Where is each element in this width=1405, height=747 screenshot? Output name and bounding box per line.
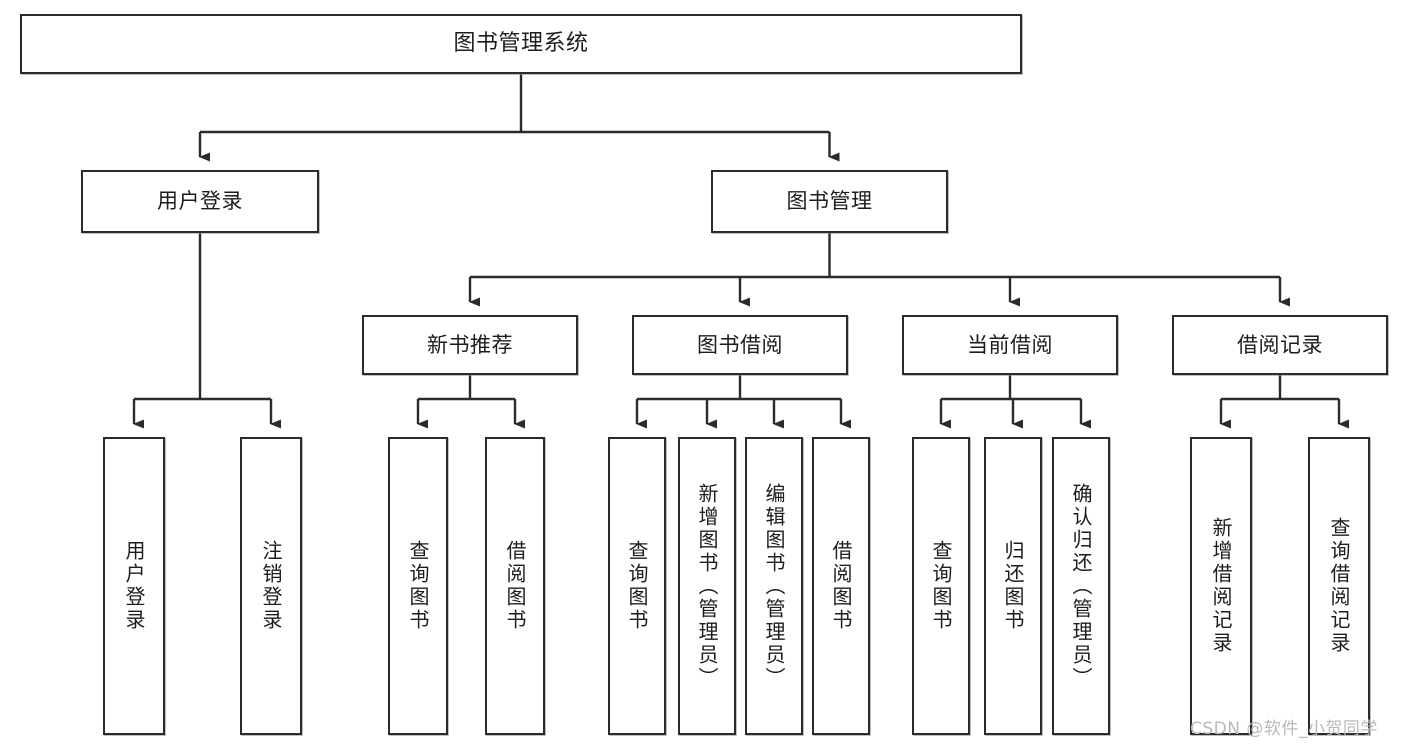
node-borrow[interactable]: 图书借阅 bbox=[632, 315, 848, 375]
node-label: 新增图书（管理员） bbox=[695, 482, 719, 690]
node-label: 用户登录 bbox=[157, 189, 243, 214]
node-leaf-user-logout[interactable]: 注销登录 bbox=[240, 437, 302, 735]
node-label: 当前借阅 bbox=[967, 332, 1053, 357]
node-newbook[interactable]: 新书推荐 bbox=[362, 315, 578, 375]
node-leaf-nb-borrow[interactable]: 借阅图书 bbox=[485, 437, 545, 735]
node-label: 借阅记录 bbox=[1237, 332, 1323, 357]
node-label: 图书管理系统 bbox=[453, 30, 589, 56]
node-leaf-bw-add[interactable]: 新增图书（管理员） bbox=[678, 437, 736, 735]
node-label: 查询图书 bbox=[406, 540, 430, 632]
node-root[interactable]: 图书管理系统 bbox=[20, 14, 1022, 74]
node-leaf-cur-confirm[interactable]: 确认归还（管理员） bbox=[1052, 437, 1110, 735]
node-label: 借阅图书 bbox=[503, 540, 527, 632]
node-leaf-bw-query[interactable]: 查询图书 bbox=[608, 437, 666, 735]
node-label: 图书借阅 bbox=[697, 332, 783, 357]
node-label: 编辑图书（管理员） bbox=[762, 482, 786, 690]
node-current[interactable]: 当前借阅 bbox=[902, 315, 1118, 375]
node-label: 新增借阅记录 bbox=[1209, 517, 1233, 655]
node-leaf-user-login[interactable]: 用户登录 bbox=[103, 437, 165, 735]
node-label: 注销登录 bbox=[259, 540, 283, 632]
node-leaf-cur-return[interactable]: 归还图书 bbox=[984, 437, 1042, 735]
node-leaf-nb-query[interactable]: 查询图书 bbox=[388, 437, 448, 735]
node-login[interactable]: 用户登录 bbox=[81, 170, 319, 233]
node-label: 确认归还（管理员） bbox=[1069, 482, 1093, 690]
node-records[interactable]: 借阅记录 bbox=[1172, 315, 1388, 375]
node-leaf-bw-edit[interactable]: 编辑图书（管理员） bbox=[745, 437, 803, 735]
node-label: 归还图书 bbox=[1001, 540, 1025, 632]
node-leaf-cur-query[interactable]: 查询图书 bbox=[912, 437, 970, 735]
node-label: 用户登录 bbox=[122, 540, 146, 632]
node-leaf-rec-add[interactable]: 新增借阅记录 bbox=[1190, 437, 1252, 735]
node-label: 新书推荐 bbox=[427, 332, 513, 357]
csdn-watermark: CSDN @软件_小贺同学 bbox=[1190, 719, 1378, 739]
node-label: 查询图书 bbox=[929, 540, 953, 632]
node-bookmgmt[interactable]: 图书管理 bbox=[711, 170, 948, 233]
node-leaf-bw-borrow[interactable]: 借阅图书 bbox=[812, 437, 870, 735]
node-label: 图书管理 bbox=[786, 189, 873, 214]
node-label: 借阅图书 bbox=[829, 540, 853, 632]
node-label: 查询借阅记录 bbox=[1327, 517, 1351, 655]
node-leaf-rec-query[interactable]: 查询借阅记录 bbox=[1308, 437, 1370, 735]
node-label: 查询图书 bbox=[625, 540, 649, 632]
